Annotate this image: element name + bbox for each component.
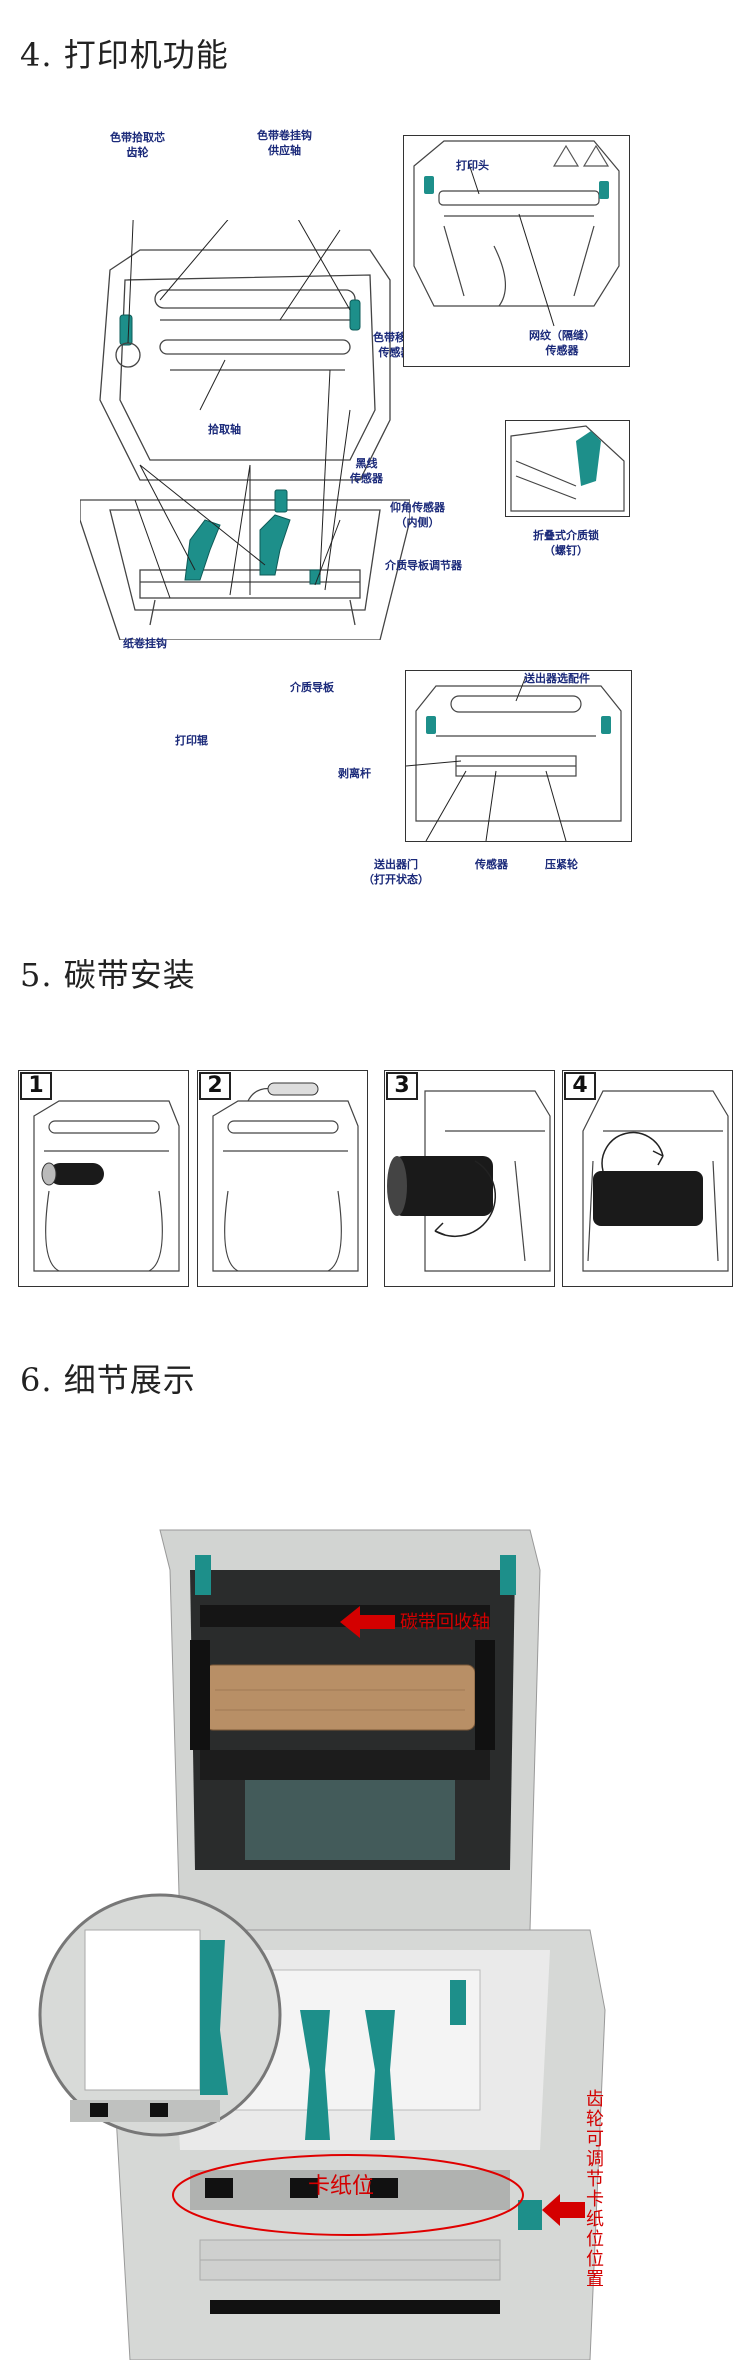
section-title-functions: 4. 打印机功能 [20, 36, 229, 74]
inset-folding-lock [505, 420, 630, 517]
inset-print-head: 打印头 网纹（隔缝）传感器 [403, 135, 630, 367]
label-roll-hanger: 纸卷挂钩 [123, 637, 167, 650]
warning-icon [552, 144, 610, 167]
label-dispenser-option: 送出器选配件 [524, 672, 590, 685]
label-card-position: 卡纸位 [308, 2174, 375, 2199]
inset-dispenser: 送出器选配件 [405, 670, 632, 842]
label-gear-note: 齿轮 可调节卡纸位位置 [586, 2089, 604, 2290]
label-pinch-roller: 压紧轮 [545, 858, 578, 871]
label-folding-lock: 折叠式介质锁（螺钉） [533, 529, 599, 557]
label-ribbon-pickup-gear: 色带拾取芯齿轮 [110, 131, 165, 159]
print-head-drawing [413, 140, 620, 327]
step-number: 1 [20, 1072, 52, 1100]
pickup-gear-icon [115, 342, 141, 368]
ribbon-step-1: 1 [18, 1070, 189, 1287]
printer-diagram [80, 220, 410, 640]
arrow-icon [340, 1606, 395, 1638]
label-ribbon-hook: 色带卷挂钩供应轴 [257, 129, 312, 157]
step-1-drawing [33, 1100, 180, 1272]
ribbon-step-2: 2 [197, 1070, 368, 1287]
step-2-drawing [212, 1082, 359, 1272]
label-dispenser-door: 送出器门（打开状态） [363, 858, 429, 886]
ribbon-takeup-roll [204, 1664, 476, 1731]
section-title-ribbon: 5. 碳带安装 [20, 956, 196, 994]
card-position-highlight [172, 2154, 524, 2236]
step-3-drawing [387, 1090, 551, 1272]
arrow-icon [542, 2194, 585, 2226]
gear-knob [518, 2200, 542, 2230]
label-peel-bar: 剥离杆 [338, 767, 371, 780]
ribbon-step-4: 4 [562, 1070, 733, 1287]
label-pickup-shaft: 拾取轴 [208, 423, 241, 436]
printer-photo [38, 1529, 606, 2360]
dispenser-drawing [405, 675, 622, 842]
label-web-sensor: 网纹（隔缝）传感器 [529, 329, 595, 357]
step-number: 3 [386, 1072, 418, 1100]
label-sensor: 传感器 [475, 858, 508, 871]
label-media-guide: 介质导板 [290, 681, 334, 694]
label-print-head: 打印头 [456, 159, 489, 172]
label-ribbon-takeup: 碳带回收轴 [400, 1612, 490, 1633]
step-4-drawing [582, 1090, 729, 1272]
ribbon-step-3: 3 [384, 1070, 555, 1287]
label-platen-roller: 打印辊 [175, 734, 208, 747]
step-number: 4 [564, 1072, 596, 1100]
label-elevation-sensor: 仰角传感器（内侧） [390, 501, 445, 529]
label-black-line-sensor: 黑线传感器 [350, 457, 383, 485]
label-media-guide-adjuster: 介质导板调节器 [385, 559, 462, 572]
step-number: 2 [199, 1072, 231, 1100]
section-title-detail: 6. 细节展示 [20, 1361, 196, 1399]
folding-lock-drawing [510, 425, 625, 512]
